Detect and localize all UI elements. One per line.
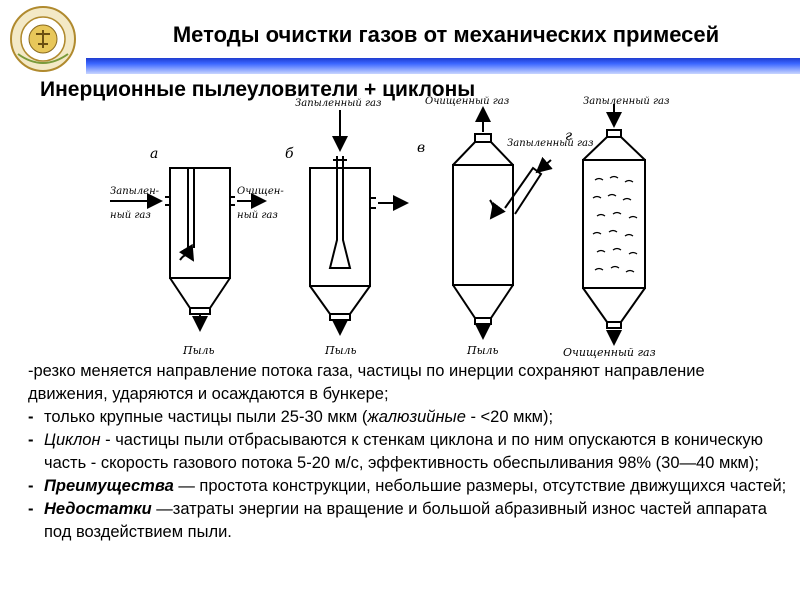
term-advantages: Преимущества <box>44 477 174 495</box>
bullet-dash: - <box>28 500 34 518</box>
label-a-dust: Пыль <box>182 344 215 357</box>
label-a: а <box>150 146 158 162</box>
label-g: г <box>565 128 572 144</box>
list-item: - только крупные частицы пыли 25-30 мкм … <box>28 406 788 429</box>
label-g-dirty-gas: Запыленный газ <box>583 96 669 107</box>
points-list: - только крупные частицы пыли 25-30 мкм … <box>28 406 788 544</box>
list-item: - Недостатки —затраты энергии на вращени… <box>28 498 788 544</box>
label-b-dirty-gas: Запыленный газ <box>295 98 381 109</box>
bullet-dash: - <box>28 477 34 495</box>
item-italic: жалюзийные <box>367 408 466 426</box>
label-a-clean-gas-1: Очищен- <box>237 186 284 197</box>
list-item: - Преимущества — простота конструкции, н… <box>28 475 788 498</box>
item-text: —затраты энергии на вращение и большой а… <box>44 500 767 541</box>
term-disadvantages: Недостатки <box>44 500 152 518</box>
bullet-dash: - <box>28 408 34 426</box>
label-v: в <box>417 140 425 156</box>
item-text: - частицы пыли отбрасываются к стенкам ц… <box>44 431 764 472</box>
item-text-end: - <20 мкм); <box>465 408 554 426</box>
label-b: б <box>285 146 294 162</box>
apparatus-a <box>110 167 267 332</box>
term-cyclone: Циклон <box>44 431 101 449</box>
item-text: — простота конструкции, небольшие размер… <box>173 477 787 495</box>
label-v-dirty-gas: Запыленный газ <box>507 138 593 149</box>
item-text: только крупные частицы пыли 25-30 мкм ( <box>44 408 368 426</box>
label-a-clean-gas-2: ный газ <box>237 210 278 221</box>
page-title: Методы очистки газов от механических при… <box>172 22 720 47</box>
label-b-dust: Пыль <box>324 344 357 357</box>
title-underline-band <box>86 58 800 74</box>
university-logo <box>8 4 78 74</box>
section-subtitle: Инерционные пылеуловители + циклоны <box>40 78 476 101</box>
list-item: - Циклон - частицы пыли отбрасываются к … <box>28 429 788 475</box>
apparatus-v <box>452 106 553 340</box>
label-g-clean-gas: Очищенный газ <box>563 346 656 359</box>
label-a-dirty-gas-1: Запылен- <box>110 186 160 197</box>
description-text: -резко меняется направление потока газа,… <box>28 360 788 544</box>
particle-marks <box>592 175 638 273</box>
label-v-dust: Пыль <box>466 344 499 357</box>
label-a-dirty-gas-2: ный газ <box>110 210 151 221</box>
dust-collectors-diagram: а Запылен- ный газ Очищен- ный газ Пыль … <box>95 90 695 360</box>
intro-paragraph: -резко меняется направление потока газа,… <box>28 362 705 403</box>
label-v-clean-gas: Очищенный газ <box>425 96 509 107</box>
bullet-dash: - <box>28 431 34 449</box>
apparatus-b <box>309 110 409 336</box>
apparatus-g <box>582 104 646 346</box>
